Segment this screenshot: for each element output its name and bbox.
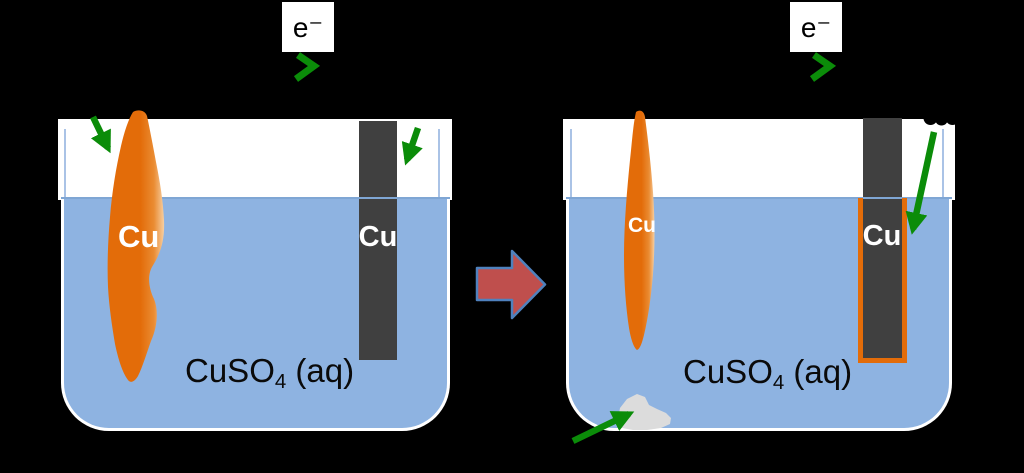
waterline-left [61, 197, 450, 199]
beaker-wall-line [570, 129, 572, 199]
formula-state: (aq) [286, 352, 355, 389]
impure-anode-label-left: Cu [118, 219, 160, 254]
solution-formula-left: CuSO4 (aq) [185, 352, 355, 392]
copper-deposit-coating [858, 198, 907, 363]
formula-main: CuSO [683, 353, 773, 390]
electron-flow-chevron-right [809, 52, 837, 82]
beaker-wall-line [64, 129, 66, 199]
electron-label-box-left: e⁻ [282, 2, 334, 52]
electron-flow-chevron-left [293, 52, 321, 82]
waterline-right [566, 197, 952, 199]
pure-cathode-label-left: Cu [358, 221, 398, 253]
beaker-wall-line [942, 129, 944, 199]
solution-formula-right: CuSO4 (aq) [683, 353, 853, 393]
beaker-wall-line [438, 129, 440, 199]
electron-label-right: e⁻ [800, 11, 832, 43]
electron-label-left: e⁻ [292, 11, 324, 43]
shrunken-anode-label-right: Cu [628, 214, 656, 237]
plated-cathode-label-right: Cu [862, 220, 902, 252]
electron-label-box-right: e⁻ [790, 2, 842, 52]
formula-subscript: 4 [772, 370, 785, 394]
transition-arrow [475, 249, 547, 320]
formula-main: CuSO [185, 352, 275, 389]
plated-copper-cathode-right [863, 118, 902, 358]
pure-copper-cathode-left [359, 121, 397, 360]
formula-state: (aq) [784, 353, 853, 390]
formula-subscript: 4 [274, 369, 287, 393]
